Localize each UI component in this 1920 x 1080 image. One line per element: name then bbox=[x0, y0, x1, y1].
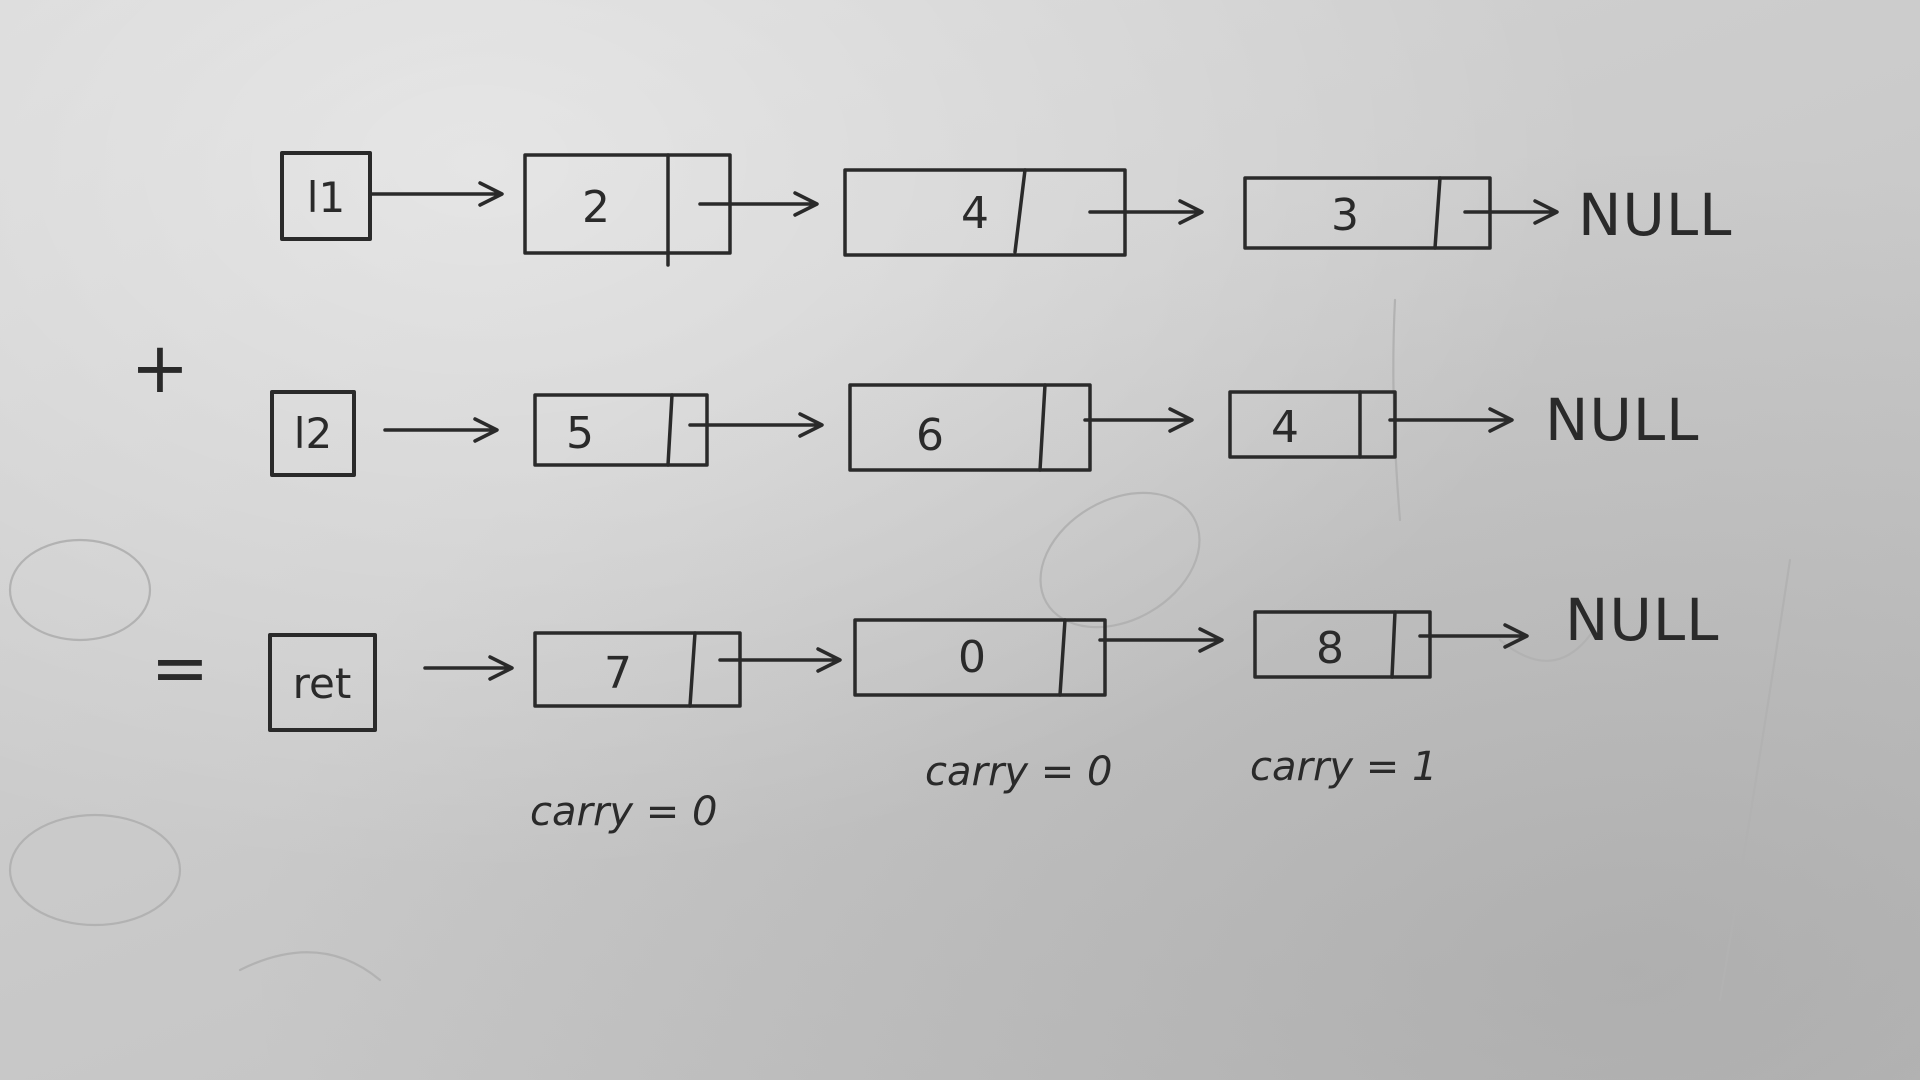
node-box bbox=[533, 393, 709, 467]
node-pointer-divider bbox=[1058, 618, 1067, 697]
node-pointer-divider bbox=[1390, 610, 1397, 679]
node-box bbox=[848, 383, 1092, 472]
list-node: 3 bbox=[1243, 176, 1492, 250]
null-terminal: NULL bbox=[1545, 386, 1699, 454]
next-pointer-arrow bbox=[1098, 627, 1224, 653]
list-node: 4 bbox=[1228, 390, 1397, 459]
arrow-head-to-node bbox=[368, 181, 504, 207]
node-box bbox=[1228, 390, 1397, 459]
list-node: 2 bbox=[523, 153, 732, 267]
node-value: 2 bbox=[582, 182, 610, 233]
next-pointer-arrow bbox=[1388, 407, 1514, 433]
node-value: 4 bbox=[1271, 402, 1299, 453]
node-value: 5 bbox=[566, 408, 594, 459]
node-pointer-divider bbox=[1013, 168, 1027, 254]
row-l2: + l2 5 6 4 NULL bbox=[131, 327, 1699, 477]
row-l1: l1 2 4 3 NULL bbox=[280, 151, 1732, 267]
list-node: 7 bbox=[533, 631, 742, 708]
list-node: 4 bbox=[843, 168, 1127, 257]
head-label-l1: l1 bbox=[307, 173, 345, 222]
carry-annotations: carry = 0 carry = 0 carry = 1 bbox=[530, 744, 1437, 835]
head-box-l2 bbox=[270, 390, 356, 477]
next-pointer-arrow bbox=[1083, 407, 1194, 433]
list-node: 0 bbox=[853, 618, 1107, 697]
list-node: 8 bbox=[1253, 610, 1432, 679]
null-terminal: NULL bbox=[1565, 586, 1719, 654]
null-terminal: NULL bbox=[1578, 181, 1732, 249]
next-pointer-arrow bbox=[1088, 199, 1204, 225]
next-pointer-arrow bbox=[718, 647, 842, 673]
next-pointer-arrow bbox=[698, 191, 819, 217]
carry-label: carry = 1 bbox=[1250, 744, 1437, 790]
node-value: 4 bbox=[961, 188, 989, 239]
list-node: 6 bbox=[848, 383, 1092, 472]
node-pointer-divider bbox=[1038, 383, 1047, 472]
next-pointer-arrow bbox=[1418, 623, 1529, 649]
node-value: 8 bbox=[1316, 623, 1344, 674]
arrow-head-to-node bbox=[423, 655, 514, 681]
list-node: 5 bbox=[533, 393, 709, 467]
node-box bbox=[1243, 176, 1492, 250]
background-pencil-marks bbox=[8, 298, 1792, 1002]
node-box bbox=[1253, 610, 1432, 679]
head-label-l2: l2 bbox=[294, 409, 332, 458]
node-pointer-divider bbox=[666, 393, 674, 467]
next-pointer-arrow bbox=[688, 412, 824, 438]
node-value: 6 bbox=[916, 410, 944, 461]
head-box-l1 bbox=[280, 151, 372, 241]
node-value: 0 bbox=[958, 632, 986, 683]
next-pointer-arrow bbox=[1463, 199, 1559, 225]
node-pointer-divider bbox=[1433, 176, 1442, 250]
node-box bbox=[533, 631, 742, 708]
node-value: 3 bbox=[1331, 190, 1359, 241]
equals-operator: = bbox=[151, 627, 210, 709]
node-pointer-divider bbox=[688, 631, 697, 708]
head-label-ret: ret bbox=[293, 659, 352, 708]
plus-operator: + bbox=[131, 327, 190, 409]
row-ret: = ret 7 0 8 NULL bbox=[151, 586, 1719, 732]
carry-label: carry = 0 bbox=[530, 789, 717, 835]
carry-label: carry = 0 bbox=[925, 749, 1112, 795]
head-box-ret bbox=[268, 633, 377, 732]
node-value: 7 bbox=[604, 648, 632, 699]
node-box bbox=[853, 618, 1107, 697]
arrow-head-to-node bbox=[383, 417, 499, 443]
